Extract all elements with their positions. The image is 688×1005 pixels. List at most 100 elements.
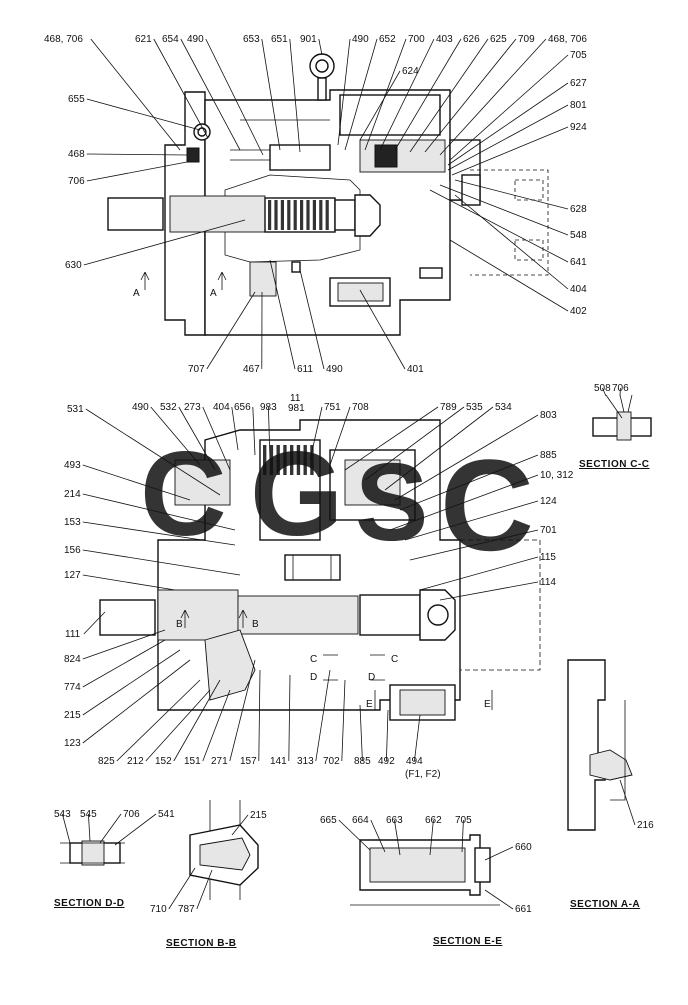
main-view-part-label: 774 <box>64 682 81 693</box>
leader-line <box>169 868 195 909</box>
gear-tooth <box>300 200 303 230</box>
top-view-part-label: 627 <box>570 78 587 89</box>
top-view-part-label: 401 <box>407 364 424 375</box>
top-view-part-label: 625 <box>490 34 507 45</box>
top-view-part-label: 626 <box>463 34 480 45</box>
main-view-part-label: 531 <box>67 404 84 415</box>
section-aa-drawing <box>568 660 632 830</box>
top-view-part-label: A <box>210 288 217 299</box>
section-ee-part-label: 664 <box>352 815 369 826</box>
leader-line <box>440 39 546 155</box>
top-view-part-label: 621 <box>135 34 152 45</box>
main-view-part-label: 885 <box>354 756 371 767</box>
main-view-part-label: 215 <box>64 710 81 721</box>
leader-line <box>448 105 568 170</box>
main-view-part-label: (F1, F2) <box>405 769 441 780</box>
leader-line <box>450 55 568 160</box>
section-ee-part-label: 705 <box>455 815 472 826</box>
main-view-part-label: 151 <box>184 756 201 767</box>
main-view-part-label: 708 <box>352 402 369 413</box>
watermark-letter-c2: C <box>440 432 534 578</box>
section-dd-title: SECTION D-D <box>54 898 125 909</box>
top-view-part-label: 548 <box>570 230 587 241</box>
main-view-part-label: 656 <box>234 402 251 413</box>
top-view-part-label: A <box>133 288 140 299</box>
main-view-part-label: B <box>176 619 183 630</box>
top-view-part-label: 700 <box>408 34 425 45</box>
main-view-part-label: 156 <box>64 545 81 556</box>
top-view-part-label: 801 <box>570 100 587 111</box>
gear-tooth <box>294 200 297 230</box>
main-view-part-label: 751 <box>324 402 341 413</box>
section-bb-title: SECTION B-B <box>166 938 237 949</box>
section-ee-part-label: 662 <box>425 815 442 826</box>
top-view-part-label: 709 <box>518 34 535 45</box>
main-view-part-label: 404 <box>213 402 230 413</box>
leader-line <box>450 240 568 311</box>
watermark-letter-s: S <box>355 441 428 564</box>
main-view-part-label: 534 <box>495 402 512 413</box>
section-ee-title: SECTION E-E <box>433 936 502 947</box>
top-view-part-label: 630 <box>65 260 82 271</box>
top-view-part-label: 705 <box>570 50 587 61</box>
section-dd-part-label: 543 <box>54 809 71 820</box>
leader-line <box>100 814 121 843</box>
main-view-part-label: 789 <box>440 402 457 413</box>
main-view-part-label: D <box>310 672 317 683</box>
section-aa-title: SECTION A-A <box>570 899 640 910</box>
main-view-part-label: 824 <box>64 654 81 665</box>
section-cc-part-label: 508 <box>594 383 611 394</box>
section-bb-part-label: 215 <box>250 810 267 821</box>
top-view-part-label: 490 <box>326 364 343 375</box>
top-view-part-label: 707 <box>188 364 205 375</box>
leader-line <box>360 705 362 761</box>
main-view-part-label: E <box>484 699 491 710</box>
section-ee-part-label: 665 <box>320 815 337 826</box>
main-view-part-label: 153 <box>64 517 81 528</box>
main-view-part-label: 115 <box>540 552 556 563</box>
leader-line <box>448 83 568 165</box>
section-ee-part-label: 661 <box>515 904 532 915</box>
main-view-part-label: 983 <box>260 402 277 413</box>
section-bb-part-label: 787 <box>178 904 195 915</box>
top-view-part-label: 655 <box>68 94 85 105</box>
top-view-part-label: 654 <box>162 34 179 45</box>
main-view-part-label: 702 <box>323 756 340 767</box>
leader-line <box>91 39 180 150</box>
section-dd-part-label: 706 <box>123 809 140 820</box>
top-view-part-label: 901 <box>300 34 317 45</box>
main-view-part-label: 114 <box>540 577 556 588</box>
main-view-part-label: 803 <box>540 410 557 421</box>
leader-line <box>83 640 165 687</box>
section-ee-drawing <box>350 835 500 905</box>
top-view-part-label: 653 <box>243 34 260 45</box>
top-view-part-label: 706 <box>68 176 85 187</box>
top-view-part-label: 641 <box>570 257 587 268</box>
leader-line <box>386 710 388 761</box>
main-view-part-label: 493 <box>64 460 81 471</box>
top-view-part-label: 404 <box>570 284 587 295</box>
main-view-part-label: 111 <box>65 629 81 640</box>
watermark-letter-c1: C <box>140 427 227 561</box>
section-ee-part-label: 660 <box>515 842 532 853</box>
gear-tooth <box>274 200 277 230</box>
section-cc-part-label: 706 <box>612 383 629 394</box>
main-view-part-label: 271 <box>211 756 228 767</box>
top-view-part-label: 651 <box>271 34 288 45</box>
main-view-part-label: 532 <box>160 402 177 413</box>
top-view-part-label: 624 <box>402 66 419 77</box>
top-view-part-label: 924 <box>570 122 587 133</box>
main-view-part-label: D <box>368 672 375 683</box>
main-view-part-label: 492 <box>378 756 395 767</box>
top-view-part-label: 611 <box>297 364 313 375</box>
section-ee-part-label: 663 <box>386 815 403 826</box>
top-view-part-label: 403 <box>436 34 453 45</box>
main-view-part-label: 212 <box>127 756 144 767</box>
leader-line <box>319 39 322 55</box>
top-view-drawing <box>108 54 548 335</box>
top-view-part-label: 628 <box>570 204 587 215</box>
main-view-part-label: 313 <box>297 756 314 767</box>
gear-tooth <box>281 200 284 230</box>
section-cc-title: SECTION C-C <box>579 459 650 470</box>
main-view-part-label: C <box>310 654 317 665</box>
